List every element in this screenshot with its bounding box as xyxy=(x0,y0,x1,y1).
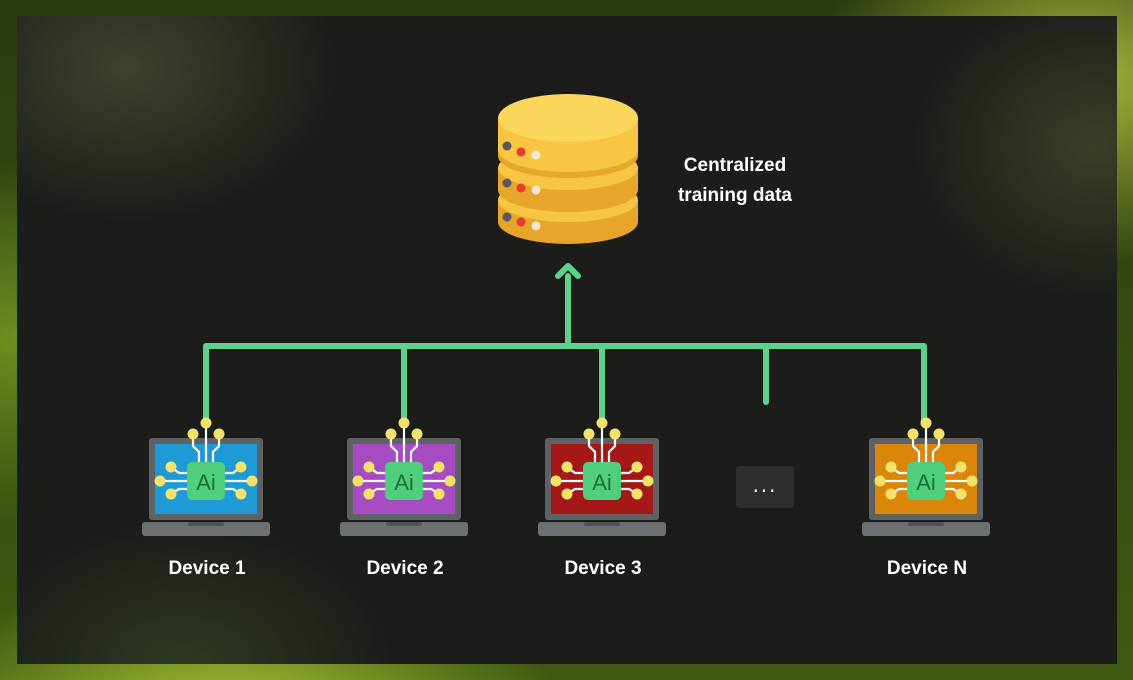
device-1-circuit-node xyxy=(200,417,212,429)
device-1-circuit-node xyxy=(165,488,177,500)
device-n-circuit-node xyxy=(885,461,897,473)
device-3-laptop-icon: Ai xyxy=(538,417,666,536)
device-1-circuit-node xyxy=(235,461,247,473)
device-n-circuit-node xyxy=(874,475,886,487)
device-1-ai-chip-icon xyxy=(187,462,225,500)
device-n-circuit-node xyxy=(955,488,967,500)
device-1-circuit-node xyxy=(187,428,199,440)
device-3-circuit-node xyxy=(561,488,573,500)
device-2-circuit-node xyxy=(398,417,410,429)
device-2-ai-chip-label: Ai xyxy=(394,470,414,495)
device-n-circuit-node xyxy=(885,488,897,500)
device-3-label: Device 3 xyxy=(564,558,642,579)
device-n-laptop-base xyxy=(862,522,990,536)
device-3-laptop-base xyxy=(538,522,666,536)
device-3-circuit-node xyxy=(609,428,621,440)
device-3-circuit-node xyxy=(642,475,654,487)
device-3-ai-chip-label: Ai xyxy=(592,470,612,495)
device-3-circuit-node xyxy=(583,428,595,440)
database-label-line2: training data xyxy=(677,185,792,206)
device-2-ai-chip-icon xyxy=(385,462,423,500)
device-1-circuit-node xyxy=(213,428,225,440)
device-1-laptop-notch xyxy=(188,522,224,526)
connector-bus xyxy=(203,343,927,423)
device-3-laptop-notch xyxy=(584,522,620,526)
device-n-circuit-node xyxy=(955,461,967,473)
device-n-label: Device N xyxy=(886,558,968,579)
device-1-circuit-node xyxy=(154,475,166,487)
device-2-circuit-node xyxy=(444,475,456,487)
device-n-circuit-node xyxy=(920,417,932,429)
device-3-circuit-node xyxy=(561,461,573,473)
device-n-circuit-node xyxy=(933,428,945,440)
device-3-circuit-node xyxy=(631,461,643,473)
device-3-ai-chip-icon xyxy=(583,462,621,500)
device-n-ai-chip-icon xyxy=(907,462,945,500)
connector-arrowhead xyxy=(555,263,581,279)
device-1-label: Device 1 xyxy=(168,558,246,579)
device-3-circuit-node xyxy=(550,475,562,487)
database-label-line1: Centralized xyxy=(683,155,787,176)
device-2-laptop-icon: Ai xyxy=(340,417,468,536)
device-n-circuit-node xyxy=(907,428,919,440)
device-2-circuit-node xyxy=(363,488,375,500)
device-3-circuit-node xyxy=(631,488,643,500)
device-2-circuit-node xyxy=(385,428,397,440)
database-icon xyxy=(498,94,638,244)
device-2-circuit-node xyxy=(433,488,445,500)
device-1-circuit-node xyxy=(165,461,177,473)
more-devices-ellipsis: ... xyxy=(736,466,794,508)
database-label: Centralized training data xyxy=(660,151,810,211)
device-1-ai-chip-label: Ai xyxy=(196,470,216,495)
device-2-circuit-node xyxy=(352,475,364,487)
device-3-circuit-node xyxy=(596,417,608,429)
device-n-laptop-notch xyxy=(908,522,944,526)
device-1-circuit-node xyxy=(246,475,258,487)
device-1-laptop-base xyxy=(142,522,270,536)
device-2-circuit-node xyxy=(363,461,375,473)
device-2-label: Device 2 xyxy=(366,558,444,579)
connector-lines xyxy=(203,263,927,423)
device-n-laptop-icon: Ai xyxy=(862,417,990,536)
device-1-circuit-node xyxy=(235,488,247,500)
device-n-circuit-node xyxy=(966,475,978,487)
device-2-circuit-node xyxy=(411,428,423,440)
device-2-laptop-notch xyxy=(386,522,422,526)
device-n-ai-chip-label: Ai xyxy=(916,470,936,495)
device-1-laptop-icon: Ai xyxy=(142,417,270,536)
device-2-circuit-node xyxy=(433,461,445,473)
device-2-laptop-base xyxy=(340,522,468,536)
